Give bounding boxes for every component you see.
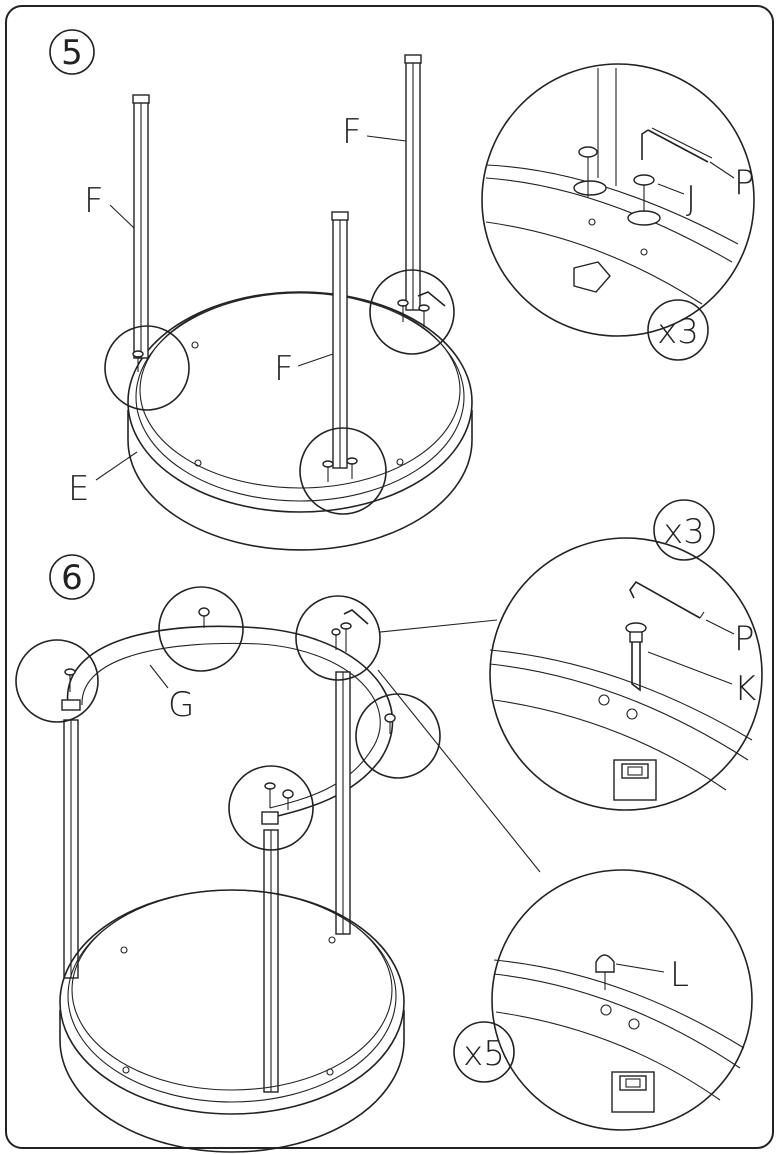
step-6-detail-circle-middle xyxy=(228,765,314,851)
connector-line-cap xyxy=(377,669,541,873)
step-6-detail-circle-upper-right xyxy=(295,595,381,681)
step-6-badge xyxy=(49,554,95,600)
step-5-badge xyxy=(49,29,95,75)
step-5-detail-circle-left xyxy=(104,325,190,411)
label-j: J xyxy=(686,179,696,219)
step-6-leg-middle xyxy=(263,829,279,1093)
quantity-x3-step5: x3 xyxy=(657,312,699,352)
step-6-screw-upper-right xyxy=(331,609,369,652)
step-6-number: 6 xyxy=(61,558,83,598)
label-p-step5: P xyxy=(734,163,755,203)
step-6-leg-left xyxy=(63,719,79,979)
label-f-right: F xyxy=(342,112,362,152)
step-6-magnified-cap xyxy=(491,869,753,1131)
label-f-middle: F xyxy=(274,349,294,389)
label-p-step6: P xyxy=(734,619,755,659)
step-6-cap-right xyxy=(384,713,396,734)
step-6-detail-circle-top xyxy=(158,586,244,672)
step-6-base-ring xyxy=(59,889,405,1153)
label-e: E xyxy=(68,469,89,509)
step-6-magnified-screw xyxy=(489,537,763,811)
step-6-cap-top xyxy=(198,607,210,628)
leg-f-middle xyxy=(331,211,349,469)
step-5-detail-circle-right xyxy=(369,269,455,355)
leg-f-left xyxy=(132,94,150,359)
label-l: L xyxy=(670,955,689,995)
step-6: 6 xyxy=(15,499,763,1153)
step-5-bolts-right xyxy=(397,291,446,327)
label-k: K xyxy=(734,669,756,709)
step-6-leg-right xyxy=(335,671,351,935)
step-5: 5 xyxy=(49,29,755,551)
step-5-bolt-left xyxy=(132,350,144,372)
step-5-magnified-detail xyxy=(481,63,755,337)
quantity-badge-screw xyxy=(653,499,715,561)
step-6-screws-middle xyxy=(264,782,294,810)
label-g: G xyxy=(168,685,194,725)
quantity-x5: x5 xyxy=(463,1034,505,1074)
leg-f-right xyxy=(404,54,422,311)
label-f-left: F xyxy=(84,181,104,221)
step-5-number: 5 xyxy=(61,33,83,73)
quantity-badge-step5 xyxy=(647,299,709,361)
connector-line-screw xyxy=(379,619,498,633)
step-6-detail-circle-right xyxy=(355,693,441,779)
quantity-x3-step6: x3 xyxy=(663,512,705,552)
step-6-screw-left xyxy=(64,668,76,692)
step-5-detail-circle-bottom xyxy=(299,427,387,515)
base-ring-e xyxy=(127,291,473,551)
step-5-bolts-bottom xyxy=(322,457,358,482)
quantity-badge-cap xyxy=(453,1021,515,1083)
step-6-detail-circle-left xyxy=(15,639,99,723)
page-frame xyxy=(5,5,774,1149)
top-ring-g xyxy=(61,625,394,825)
